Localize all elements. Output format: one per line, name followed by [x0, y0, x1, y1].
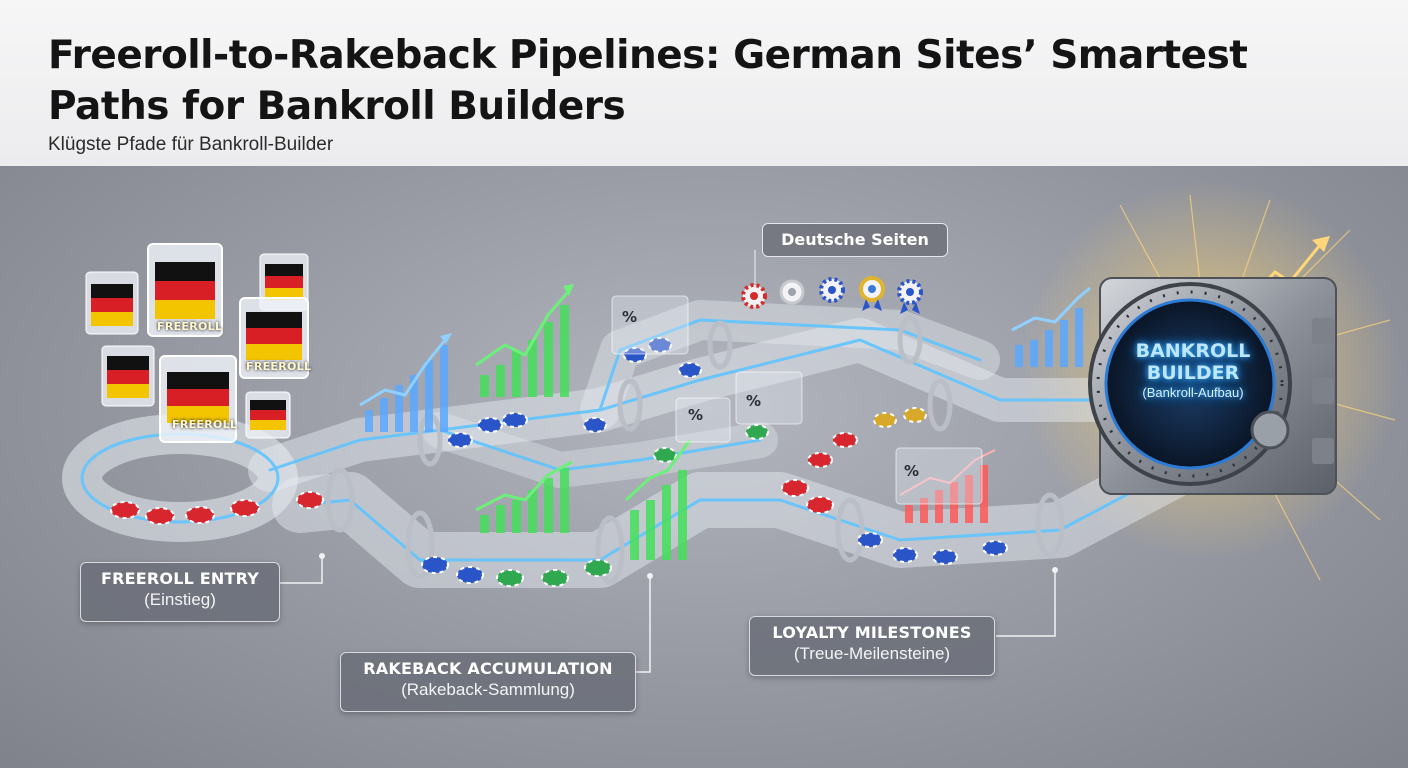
growth-chart-green-bottom	[475, 460, 573, 533]
percent-label: %	[622, 308, 638, 326]
callout-title: LOYALTY MILESTONES	[772, 623, 972, 642]
card-label: FREEROLL	[172, 418, 238, 431]
callout-title: RAKEBACK ACCUMULATION	[363, 659, 613, 678]
percent-label: %	[746, 392, 762, 410]
chips-red	[110, 432, 858, 525]
growth-chart-blue-right	[1011, 286, 1091, 367]
card-label: FREEROLL	[246, 360, 312, 373]
callout-subtitle: (Einstieg)	[144, 590, 216, 609]
pipeline-illustration: % % % % FREEROLL FREEROLL FREEROLL	[0, 166, 1408, 768]
vault-screen: BANKROLL BUILDER (Bankroll-Aufbau)	[1118, 340, 1268, 402]
glow-lines	[80, 318, 1232, 562]
percent-label: %	[904, 462, 920, 480]
chips-blue	[421, 337, 1008, 584]
callout-subtitle: (Treue-Meilensteine)	[793, 644, 951, 663]
site-badges	[741, 276, 923, 314]
vault-title-line2: BUILDER	[1146, 362, 1240, 384]
vault-subtitle: (Bankroll-Aufbau)	[1142, 385, 1244, 400]
callout-loyalty-milestones: LOYALTY MILESTONES (Treue-Meilensteine)	[749, 616, 995, 676]
flag-cards	[85, 243, 309, 443]
growth-chart-blue-left	[359, 333, 452, 432]
glass-panels	[611, 295, 983, 505]
chips-gold	[873, 407, 927, 428]
callout-leaders	[280, 558, 1056, 673]
growth-chart-green-center	[624, 439, 692, 560]
callout-rakeback-accumulation: RAKEBACK ACCUMULATION (Rakeback-Sammlung…	[340, 652, 636, 712]
sites-tag: Deutsche Seiten	[762, 223, 948, 257]
callout-title: FREEROLL ENTRY	[100, 569, 260, 588]
tube-rings	[325, 315, 1065, 585]
card-label: FREEROLL	[157, 320, 223, 333]
leader-dots	[319, 553, 1058, 579]
pipeline-svg	[62, 180, 1400, 673]
callout-freeroll-entry: FREEROLL ENTRY (Einstieg)	[80, 562, 280, 622]
percent-label: %	[688, 406, 704, 424]
page-subtitle: Klügste Pfade für Bankroll-Builder	[48, 134, 334, 155]
growth-chart-green-top	[475, 284, 574, 397]
callout-subtitle: (Rakeback-Sammlung)	[401, 680, 575, 699]
header: Freeroll-to-Rakeback Pipelines: German S…	[0, 0, 1408, 166]
chips-green	[496, 424, 769, 587]
vault-title-line1: BANKROLL	[1135, 340, 1251, 362]
page-title: Freeroll-to-Rakeback Pipelines: German S…	[48, 33, 1248, 129]
vault-door-icon	[1088, 277, 1337, 495]
